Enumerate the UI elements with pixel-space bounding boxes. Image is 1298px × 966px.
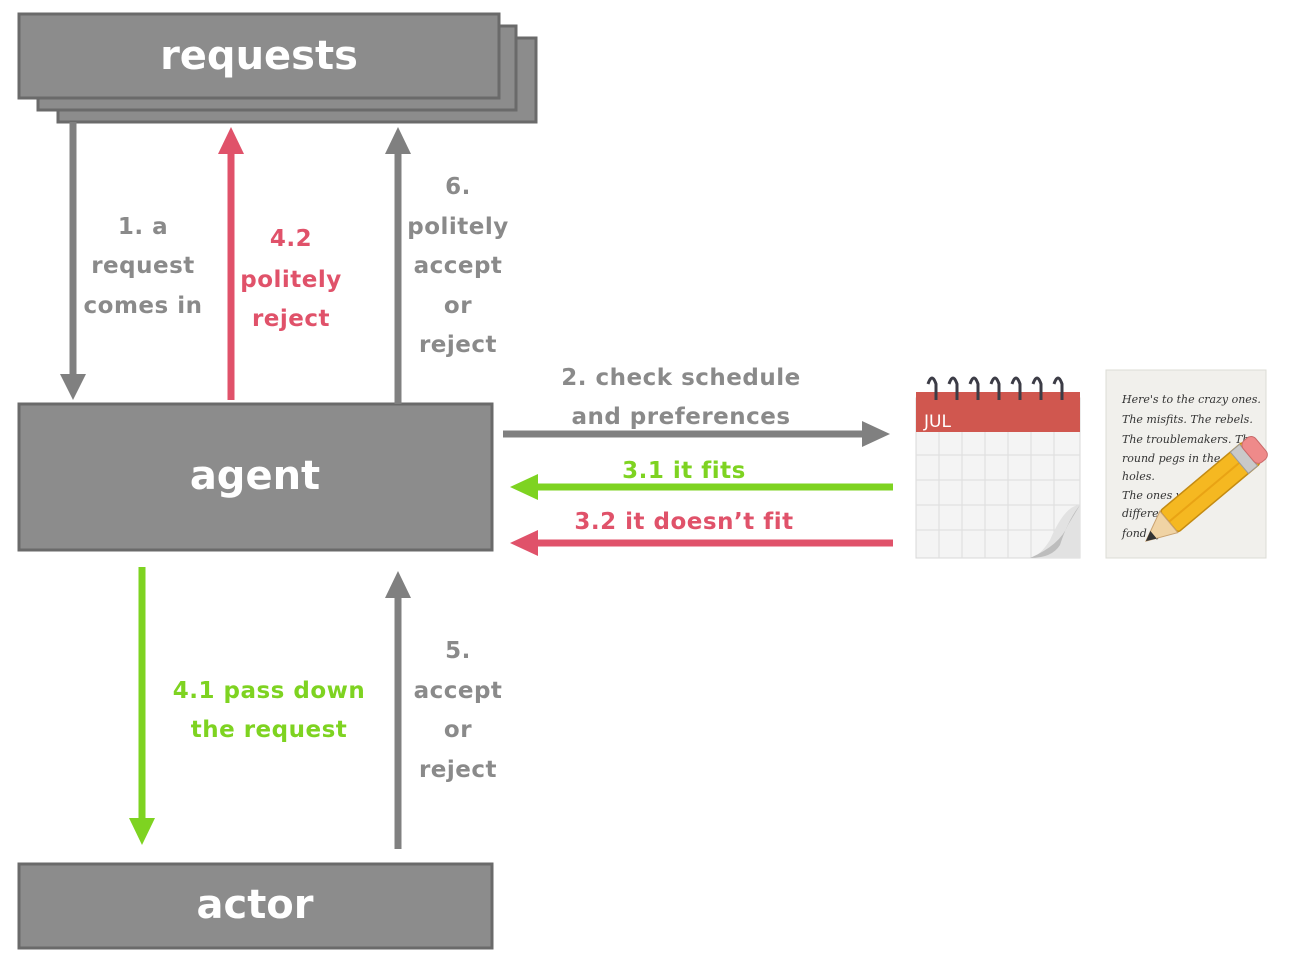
arrow-step4-2 [218, 127, 244, 400]
requests-label: requests [160, 33, 358, 79]
label-step6: 6. politely accept or reject [407, 174, 509, 358]
label-step4-2: 4.2 politely reject [240, 226, 342, 332]
requests-stack-front [17, 12, 501, 100]
label-step1-line3: comes in [84, 293, 203, 319]
label-step3-2: 3.2 it doesn’t fit [574, 509, 793, 535]
calendar-month: JUL [923, 412, 951, 432]
notes-line-3: The troublemakers. The [1122, 433, 1256, 446]
arrow-step4-1 [129, 567, 155, 845]
label-step5: 5. accept or reject [414, 638, 503, 783]
label-step5-line4: reject [419, 757, 497, 783]
actor-label: actor [196, 882, 313, 928]
arrow-step3-2 [510, 530, 893, 556]
label-step1-line2: request [91, 253, 195, 279]
label-step2: 2. check schedule and preferences [561, 365, 800, 430]
label-step5-line1: 5. [445, 638, 471, 664]
label-step1: 1. a request comes in [84, 214, 203, 319]
agent-rect [17, 402, 494, 552]
calendar-rings [926, 376, 1064, 400]
arrow-step1 [60, 122, 86, 400]
actor-rect [17, 862, 494, 950]
label-step1-line1: 1. a [118, 214, 168, 240]
label-step6-line3: accept [414, 253, 503, 279]
calendar-page-curl [1030, 505, 1080, 558]
label-step5-line3: or [444, 717, 472, 743]
label-step2-line2: and preferences [571, 404, 790, 430]
label-step3-1: 3.1 it fits [622, 458, 746, 484]
label-step6-line5: reject [419, 332, 497, 358]
calendar-icon: JUL [915, 376, 1081, 559]
agent-box: agent [17, 402, 494, 552]
calendar-curl-shadow [1030, 505, 1080, 558]
arrow-step5 [385, 571, 411, 849]
label-step4-2-line1: 4.2 [270, 226, 312, 252]
arrow-step3-1 [510, 474, 893, 500]
label-step6-line2: politely [407, 214, 509, 240]
label-step4-1-line2: the request [191, 717, 348, 743]
notes-pencil-icon: Here's to the crazy ones. The misfits. T… [1105, 369, 1268, 559]
notes-line-4: round pegs in the [1122, 452, 1221, 465]
label-step4-2-line3: reject [252, 306, 330, 332]
label-step2-line1: 2. check schedule [561, 365, 800, 391]
arrow-step2 [503, 421, 890, 447]
arrow-step6 [385, 127, 411, 404]
actor-box: actor [17, 862, 494, 950]
label-step4-1: 4.1 pass down the request [173, 678, 366, 743]
notes-line-1: Here's to the crazy ones. [1121, 393, 1261, 406]
notes-line-2: The misfits. The rebels. [1122, 413, 1253, 426]
calendar-grid [916, 432, 1080, 558]
label-step6-line1: 6. [445, 174, 471, 200]
requests-box: requests [17, 12, 538, 124]
agent-label: agent [190, 453, 320, 499]
notes-line-5: holes. [1122, 470, 1155, 483]
label-step4-2-line2: politely [240, 267, 342, 293]
label-step4-1-line1: 4.1 pass down [173, 678, 366, 704]
pencil-icon [1144, 435, 1268, 542]
label-step6-line4: or [444, 293, 472, 319]
label-step5-line2: accept [414, 678, 503, 704]
